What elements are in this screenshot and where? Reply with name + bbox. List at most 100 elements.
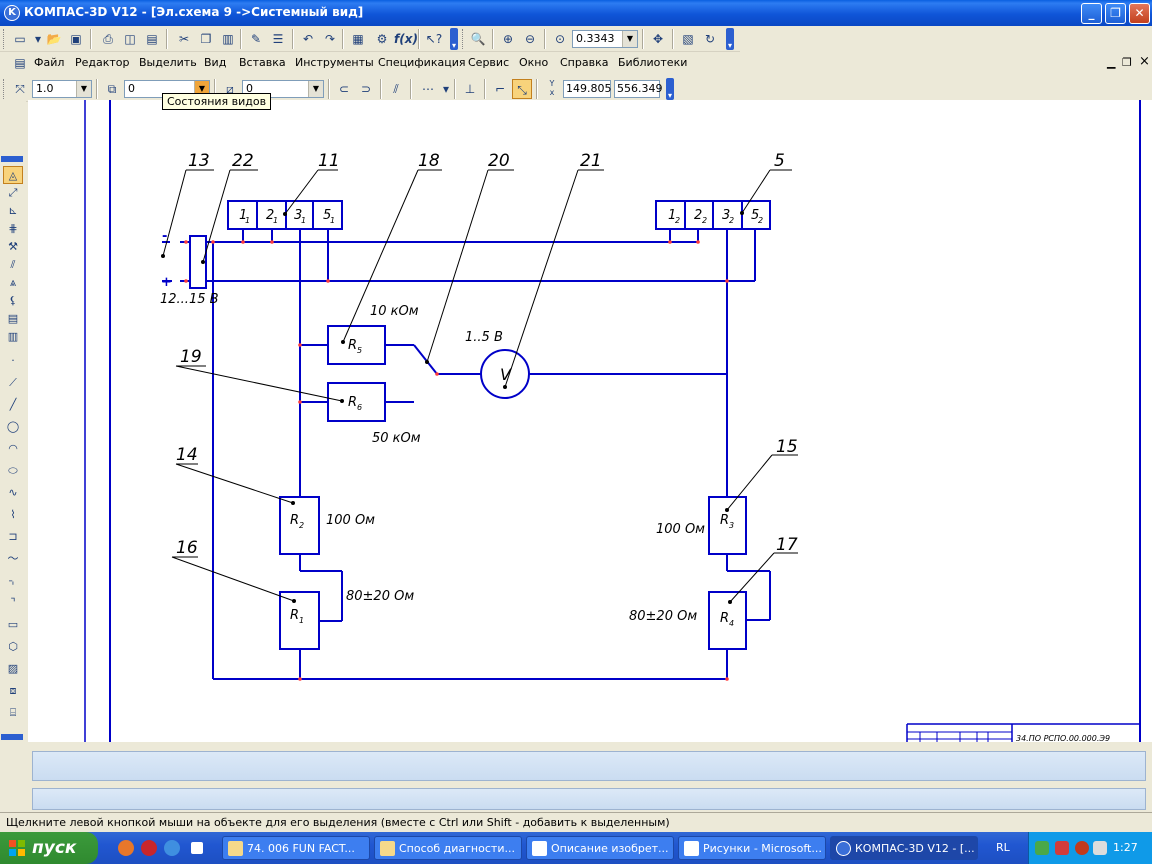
menu-libraries[interactable]: Библиотеки (618, 56, 688, 69)
chamfer-tool-icon[interactable]: ⌍ (8, 574, 18, 587)
menu-service[interactable]: Сервис (468, 56, 510, 69)
cursor-y-field[interactable]: 556.349 (614, 80, 663, 98)
formula-button[interactable]: f(x) (394, 32, 418, 46)
scale-icon[interactable]: ⤧ (15, 82, 25, 96)
new-document-icon[interactable]: ▭ (14, 32, 26, 46)
fillet-tool-icon[interactable]: ⌝ (10, 596, 16, 609)
chevron-down-icon[interactable]: ▼ (76, 81, 91, 97)
cursor-snap-icon[interactable]: ⤡ (512, 79, 532, 99)
bezier-tool-icon[interactable]: 〜 (7, 552, 19, 565)
editing-panel-icon[interactable]: ⋕ (8, 222, 18, 235)
specification-panel-icon[interactable]: ▤ (7, 312, 19, 325)
toolbar-chevron[interactable]: ▾ (666, 78, 674, 100)
internet-explorer-icon[interactable] (164, 840, 180, 856)
measurements-panel-icon[interactable]: ⫽ (10, 258, 16, 271)
local-snap-icon[interactable]: ⊃ (360, 82, 372, 96)
chevron-down-icon[interactable]: ▼ (308, 81, 323, 97)
print-preview-icon[interactable]: ◫ (124, 32, 136, 46)
local-cs-icon[interactable]: ⊥ (464, 82, 476, 96)
collect-contour-icon[interactable]: ⌸ (9, 706, 17, 719)
point-tool-icon[interactable]: · (11, 354, 15, 367)
properties-icon[interactable]: ☰ (272, 32, 284, 46)
print-icon[interactable]: ⎙ (103, 32, 113, 46)
parametrization-panel-icon[interactable]: ⚒ (8, 240, 18, 253)
ellipse-tool-icon[interactable]: ⬭ (8, 464, 18, 477)
clock[interactable]: 1:27 (1113, 841, 1138, 854)
toolbar-chevron[interactable]: ▾ (726, 28, 734, 50)
manager-icon[interactable]: ▦ (352, 32, 364, 46)
regenerate-icon[interactable]: ↻ (704, 32, 716, 46)
pan-icon[interactable]: ✥ (652, 32, 664, 46)
taskbar-item-active[interactable]: КОМПАС-3D V12 - [... (830, 836, 978, 860)
doc-restore-button[interactable]: ❐ (1122, 56, 1132, 69)
tray-security-icon[interactable] (1055, 841, 1069, 855)
zoom-combo[interactable]: 0.3343 ▼ (572, 30, 638, 48)
rectangle-tool-icon[interactable]: ▭ (7, 618, 19, 631)
hatch-tool-icon[interactable]: ▨ (7, 662, 19, 675)
minimize-button[interactable]: _ (1081, 3, 1102, 24)
cursor-x-field[interactable]: 149.805 (563, 80, 612, 98)
scale-combo[interactable]: 1.0 ▼ (32, 80, 92, 98)
toolbar-grip[interactable] (462, 29, 465, 49)
help-pointer-icon[interactable]: ↖? (425, 32, 443, 46)
toolbar-chevron[interactable]: ▾ (450, 28, 458, 50)
open-folder-icon[interactable]: 📂 (46, 32, 62, 46)
orthogonal-mode-icon[interactable]: ⌐ (494, 82, 506, 96)
doc-close-button[interactable]: × (1139, 54, 1150, 69)
reports-panel-icon[interactable]: ▥ (7, 330, 19, 343)
menu-window[interactable]: Окно (519, 56, 549, 69)
designations-panel-icon[interactable]: ⊾ (8, 204, 18, 217)
taskbar-item[interactable]: Описание изобрет... (526, 836, 674, 860)
doc-minimize-button[interactable]: ▁ (1107, 56, 1116, 69)
kompas-app-icon[interactable]: K (4, 5, 20, 21)
menu-edit[interactable]: Редактор (75, 56, 130, 69)
volume-icon[interactable] (1093, 841, 1107, 855)
tray-app-icon[interactable] (1035, 841, 1049, 855)
arc-tool-icon[interactable]: ◠ (8, 442, 18, 455)
view-states-icon[interactable]: ⧉ (107, 82, 117, 96)
associative-views-icon[interactable]: ⚸ (8, 294, 18, 307)
spline-tool-icon[interactable]: ∿ (8, 486, 18, 499)
dimensions-panel-icon[interactable]: ⤢ (8, 186, 18, 199)
dropdown-arrow-icon[interactable]: ▾ (442, 82, 450, 96)
menu-insert[interactable]: Вставка (239, 56, 286, 69)
taskbar-item[interactable]: Способ диагности... (374, 836, 522, 860)
show-desktop-icon[interactable] (191, 842, 203, 854)
auxiliary-line-icon[interactable]: ⟋ (9, 376, 17, 389)
drawing-canvas[interactable]: 13 22 11 18 20 21 5 19 14 15 16 17 1 1 2… (28, 100, 1152, 742)
save-icon[interactable]: ▣ (70, 32, 82, 46)
selection-panel-icon[interactable]: ⩓ (9, 276, 17, 289)
polygon-tool-icon[interactable]: ⬡ (8, 640, 18, 653)
zoom-out-icon[interactable]: ⊖ (524, 32, 536, 46)
taskbar-item[interactable]: 74. 006 FUN FACT... (222, 836, 370, 860)
zoom-in-icon[interactable]: ⊕ (502, 32, 514, 46)
contour-tool-icon[interactable]: ⊐ (8, 530, 18, 543)
opera-icon[interactable] (141, 840, 157, 856)
close-button[interactable]: ✕ (1129, 3, 1150, 24)
menu-file[interactable]: Файл (34, 56, 65, 69)
snap-magnet-icon[interactable]: ⊂ (338, 82, 350, 96)
menu-tools[interactable]: Инструменты (295, 56, 374, 69)
maximize-button[interactable]: ❐ (1105, 3, 1126, 24)
menu-select[interactable]: Выделить (139, 56, 197, 69)
dropdown-arrow-icon[interactable]: ▾ (34, 32, 42, 46)
equidistant-tool-icon[interactable]: ⧈ (9, 684, 17, 697)
menu-help[interactable]: Справка (560, 56, 609, 69)
toolbar-grip[interactable] (3, 29, 6, 49)
refresh-view-icon[interactable]: ▧ (682, 32, 694, 46)
menu-view[interactable]: Вид (204, 56, 227, 69)
layer-icon[interactable]: ⧄ (226, 82, 234, 96)
toolbar-grip[interactable] (3, 79, 6, 99)
polyline-tool-icon[interactable]: ⌇ (10, 508, 16, 521)
preview-icon[interactable]: ▤ (146, 32, 158, 46)
start-button[interactable]: пуск (0, 832, 98, 864)
geometry-panel-icon[interactable]: ◬ (3, 166, 23, 184)
zoom-window-icon[interactable]: 🔍 (470, 32, 486, 46)
paste-icon[interactable]: ▥ (222, 32, 234, 46)
variables-icon[interactable]: ⚙ (376, 32, 388, 46)
grid-icon[interactable]: ⋯ (422, 82, 434, 96)
language-indicator[interactable]: RL (996, 841, 1010, 854)
segment-tool-icon[interactable]: ╱ (9, 398, 17, 411)
zoom-scale-icon[interactable]: ⊙ (554, 32, 566, 46)
menu-specification[interactable]: Спецификация (378, 56, 466, 69)
